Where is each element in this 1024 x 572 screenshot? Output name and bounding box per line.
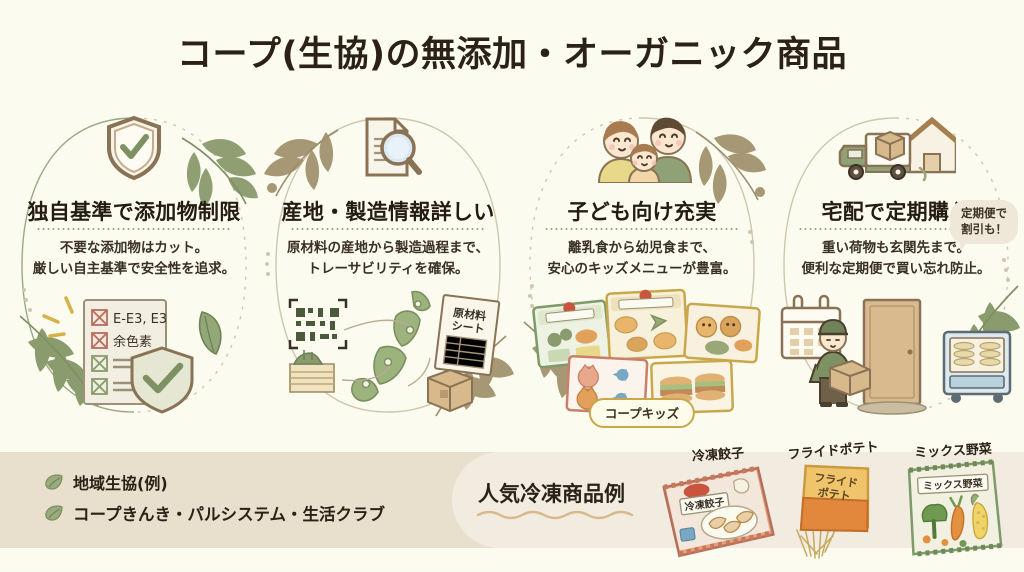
traceability-art: 原材料 シート	[260, 286, 516, 416]
svg-text:ポテト: ポテト	[817, 485, 852, 503]
title-divider	[290, 228, 486, 230]
delivery-truck-house-icon	[768, 110, 1024, 186]
document-magnifier-icon	[260, 110, 516, 186]
title-divider	[36, 228, 232, 230]
feature-card-additives: 独自基準で添加物制限 不要な添加物はカット。 厳しい自主基準で安全性を追求。 E…	[6, 104, 262, 426]
mixed-vegetables-package-art: ミックス野菜	[907, 459, 1003, 557]
card-title: 子ども向け充実	[567, 200, 717, 224]
regional-coop-list: 地域生協(例) コープきんき・パルシステム・生活クラブ	[44, 470, 464, 532]
shield-check-icon	[6, 110, 262, 186]
card-body: 原材料の産地から製造過程まで、 トレーサビリティを確保。	[287, 240, 489, 277]
home-delivery-art	[768, 286, 1024, 416]
family-icon	[514, 110, 770, 186]
card-body: 重い荷物も玄関先まで。 便利な定期便で買い忘れ防止。	[801, 240, 991, 277]
card-title: 独自基準で添加物制限	[27, 200, 241, 224]
kids-food-packages-art	[514, 286, 770, 416]
svg-text:フライド: フライド	[813, 471, 858, 490]
additive-checklist-art: E-E3, E3 余色素	[6, 286, 262, 416]
feature-card-kids: 子ども向け充実 離乳食から幼児食まで、 安心のキッズメニューが豊富。	[514, 104, 770, 428]
svg-text:原材料: 原材料	[452, 305, 486, 323]
card-title: 産地・製造情報詳しい	[281, 200, 495, 224]
discount-speech-bubble: 定期便で 割引も！	[950, 200, 1018, 252]
leaf-icon	[45, 474, 63, 490]
frozen-products-heading: 人気冷凍商品例	[478, 482, 625, 506]
svg-text:E-E3, E3: E-E3, E3	[113, 312, 167, 327]
list-item-label: 地域生協(例)	[73, 474, 168, 493]
list-item: コープきんき・パルシステム・生活クラブ	[44, 501, 464, 525]
svg-text:余色素: 余色素	[113, 334, 152, 350]
title-divider	[544, 228, 740, 230]
card-title: 宅配で定期購入	[821, 200, 971, 224]
squiggle-underline	[476, 510, 634, 520]
feature-card-delivery: 宅配で定期購入 重い荷物も玄関先まで。 便利な定期便で買い忘れ防止。	[768, 104, 1024, 426]
page-title: コープ(生協)の無添加・オーガニック商品	[177, 35, 847, 75]
card-body: 離乳食から幼児食まで、 安心のキッズメニューが豊富。	[547, 240, 737, 277]
feature-card-traceability: 産地・製造情報詳しい 原材料の産地から製造過程まで、 トレーサビリティを確保。	[260, 104, 516, 426]
svg-text:ミックス野菜: ミックス野菜	[923, 476, 984, 492]
gyoza-package-art: 冷凍餃子	[662, 465, 775, 558]
card-body: 不要な添加物はカット。 厳しい自主基準で安全性を追求。	[32, 240, 236, 277]
leaf-icon	[45, 505, 63, 521]
list-item: 地域生協(例)	[44, 470, 464, 494]
svg-text:シート: シート	[451, 319, 485, 336]
coop-kids-badge: コープキッズ	[588, 398, 696, 428]
list-item-label: コープきんき・パルシステム・生活クラブ	[73, 505, 386, 524]
title-divider	[798, 228, 994, 230]
fries-package-art: フライド ポテト	[796, 464, 870, 559]
